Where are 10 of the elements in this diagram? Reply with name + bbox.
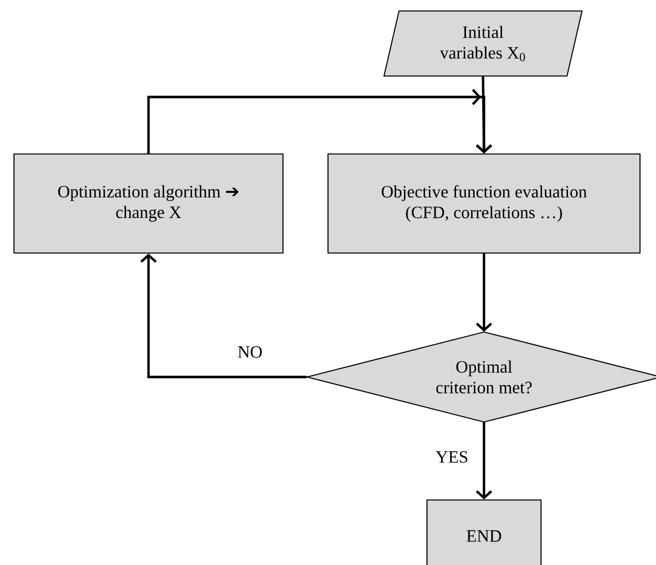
input-parallelogram: Initial variables X$_{0}$ (383, 10, 583, 77)
edge-label: YES (434, 450, 470, 464)
edge-label: NO (236, 344, 264, 360)
process-box: Optimization algorithm ➔ change X (13, 153, 284, 254)
process-box: Objective function evaluation (CFD, correlations …) (327, 153, 641, 254)
arrow (140, 254, 307, 378)
process-box: END (426, 499, 542, 565)
arrow (476, 422, 492, 500)
arrow (147, 88, 492, 154)
arrow (476, 254, 492, 332)
